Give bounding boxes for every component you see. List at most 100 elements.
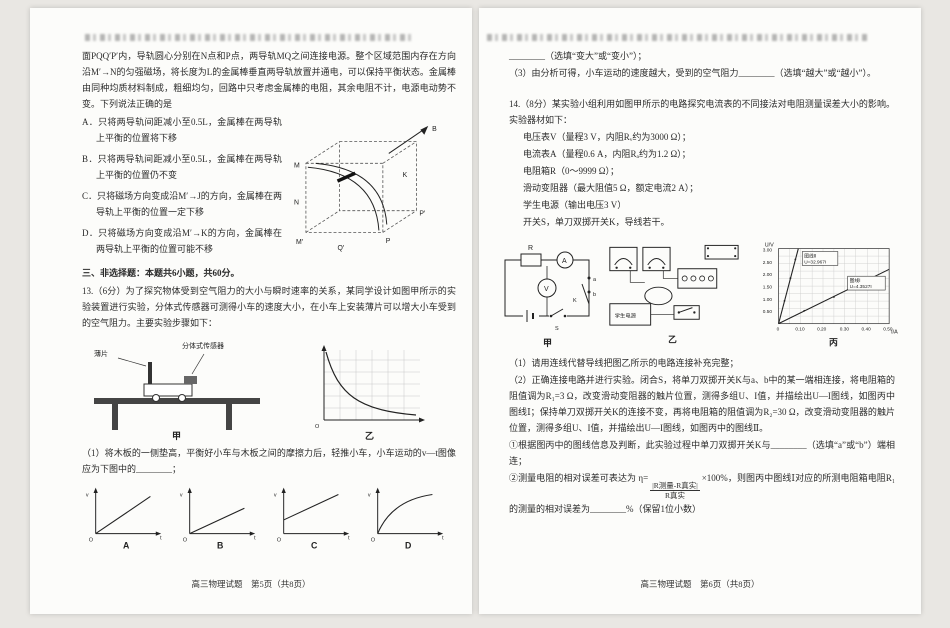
graph-d-label: D xyxy=(405,540,411,550)
equipment-rheostat: 滑动变阻器（最大阻值5 Ω，额定电流2 A）； xyxy=(523,183,699,193)
y-arrow xyxy=(93,487,98,494)
svg-text:1.00: 1.00 xyxy=(763,297,773,303)
t-label: t xyxy=(254,535,256,541)
fraction-numerator: |R测量-R真实| xyxy=(650,481,700,492)
y-arrow xyxy=(375,487,380,494)
q12-option-c: C．只将磁场方向变成沿M′→J的方向，金属棒在两导轨上平衡的位置一定下移 xyxy=(82,191,282,217)
switch-patch xyxy=(549,312,567,320)
svg-text:2.50: 2.50 xyxy=(763,260,773,266)
t-label: t xyxy=(348,535,350,541)
metal-rod xyxy=(336,171,356,183)
q13-answer-graphs: v t O A v t O B xyxy=(82,482,456,552)
s-switch-label: S xyxy=(555,326,559,332)
meter-oval xyxy=(644,286,673,306)
spacer xyxy=(509,82,895,96)
label-M-prime: M′ xyxy=(296,239,304,246)
fraction-denominator: R真实 xyxy=(664,491,685,501)
svg-text:0.50: 0.50 xyxy=(763,309,773,315)
svg-text:0.30: 0.30 xyxy=(840,327,850,333)
q14-stem: 14.（8分）某实验小组利用如图甲所示的电路探究电流表的不同接法对电阻测量误差大… xyxy=(509,99,895,125)
label-B: B xyxy=(432,126,437,133)
q12-options-and-figure: A．只将两导轨间距减小至0.5L，金属棒在两导轨上平衡的位置将下移 B．只将两导… xyxy=(82,114,456,262)
resistance-box-symbol xyxy=(520,253,542,267)
graph-option-a: v t O A xyxy=(86,487,162,550)
thin-sheet-label: 薄片 xyxy=(94,349,108,358)
label-K: K xyxy=(403,172,408,179)
meter-boxes xyxy=(609,246,671,272)
q14-sub2-suffix: ×100%，则图丙中图线Ⅰ对应的所测电阻箱电阻R₁的测量的相对误差为______… xyxy=(509,473,895,514)
o-label: O xyxy=(277,537,281,543)
scan-artifact-top-right xyxy=(487,34,867,41)
label-P: P xyxy=(386,238,391,245)
sensor-pointer xyxy=(191,353,205,375)
ammeter-label: A xyxy=(562,258,567,265)
x-arrow xyxy=(343,531,350,536)
q12-options: A．只将两导轨间距减小至0.5L，金属棒在两导轨上平衡的位置将下移 B．只将两导… xyxy=(82,114,282,262)
sensor-box xyxy=(184,376,197,384)
y-arrow xyxy=(187,487,192,494)
label-N: N xyxy=(294,200,299,207)
q14-sub1: ①根据图丙中的图线信息及判断，此实验过程中单刀双掷开关K与________（选填… xyxy=(509,440,895,466)
terminal-b-label: b xyxy=(593,292,596,298)
t-label: t xyxy=(160,535,162,541)
q14-sub2: ②测量电阻的相对误差可表达为 η=|R测量-R真实|R真实×100%，则图丙中图… xyxy=(509,470,895,517)
thin-sheet-plate xyxy=(148,362,152,384)
figure-jia-caption: 甲 xyxy=(172,431,181,441)
q14-part2: （2）正确连接电路并进行实验。闭合S，将单刀双掷开关K与a、b中的某一端相连接，… xyxy=(509,375,895,433)
q14-part1: （1）请用连线代替导线把图乙所示的电路连接补充完整； xyxy=(509,358,739,368)
decay-curve xyxy=(325,351,417,416)
q13-stem: 13.（6分）为了探究物体受到空气阻力的大小与瞬时速率的关系，某同学设计如图甲所… xyxy=(82,286,456,328)
meter-terminals xyxy=(615,266,665,269)
table-leg-left xyxy=(112,404,118,430)
svg-text:0.20: 0.20 xyxy=(817,327,827,333)
q13-part1: （1）将木板的一侧垫高，平衡好小车与木板之间的摩擦力后，轻推小车，小车运动的v—… xyxy=(82,448,456,474)
q13-cart-figure: 薄片 分体式传感器 甲 xyxy=(94,341,260,441)
switch-symbol xyxy=(549,308,567,318)
line-a xyxy=(95,496,151,535)
partial-wires xyxy=(629,270,678,315)
line-II xyxy=(778,248,799,324)
svg-text:0.50: 0.50 xyxy=(883,327,893,333)
x-arrow xyxy=(155,531,162,536)
q13-velocity-graph: O 乙 xyxy=(315,345,425,441)
page-6-content: ________（选填“变大”或“变小”）； （3）由分析可得，小车运动的速度越… xyxy=(504,48,898,568)
svg-text:0.10: 0.10 xyxy=(795,327,805,333)
equipment-ammeter: 电流表A（量程0.6 A，内阻Rₐ约为1.2 Ω）； xyxy=(523,149,691,159)
svg-text:U=32.967I: U=32.967I xyxy=(804,259,826,265)
scan-artifact-top-left xyxy=(85,34,415,41)
v-label: v xyxy=(180,492,183,498)
q12-option-d: D．只将磁场方向变成沿M′→K的方向，金属棒在两导轨上平衡的位置可能不移 xyxy=(82,228,282,254)
q12-option-b: B．只将两导轨间距减小至0.5L，金属棒在两导轨上平衡的位置仍不变 xyxy=(82,154,282,180)
figure-yi-caption: 乙 xyxy=(668,335,677,345)
page-6-footer: 高三物理试题 第6页（共8页） xyxy=(640,579,760,589)
svg-text:U=4.3527I: U=4.3527I xyxy=(850,284,872,290)
o-label: O xyxy=(183,537,187,543)
table-top xyxy=(94,398,260,404)
y-axis-arrow xyxy=(321,345,327,351)
svg-text:1.50: 1.50 xyxy=(763,285,773,291)
voltmeter-label: V xyxy=(544,286,549,293)
q13-fill-line: ________（选填“变大”或“变小”）； xyxy=(509,51,647,61)
page-5-footer: 高三物理试题 第5页（共8页） xyxy=(191,579,311,589)
x-axis-label: I/A xyxy=(891,330,898,336)
y-tick-labels: 3.00 2.50 2.00 1.50 1.00 0.50 xyxy=(763,248,773,316)
section-3-header: 三、非选择题：本题共6小题，共60分。 xyxy=(82,268,240,278)
q14-equipment-list: 电压表V（量程3 V，内阻Rᵥ约为3000 Ω）； 电流表A（量程0.6 A，内… xyxy=(509,129,895,230)
legend-line-II: 图线Ⅱ U=32.967I xyxy=(801,251,839,266)
dashed-box xyxy=(305,141,417,233)
battery-patch xyxy=(523,312,539,320)
svg-text:2.00: 2.00 xyxy=(763,272,773,278)
svg-text:图线Ⅰ: 图线Ⅰ xyxy=(850,277,861,284)
two-way-switch xyxy=(581,276,591,305)
equipment-power-supply: 学生电源（输出电压3 V） xyxy=(523,200,627,210)
q13-figures: 薄片 分体式传感器 甲 xyxy=(82,336,456,442)
page-5-content: 面PQQ′P′内，导轨圆心分别在N点和P点，两导轨MQ之间连接电源。整个区域范围… xyxy=(82,48,456,568)
svg-text:0.40: 0.40 xyxy=(862,327,872,333)
v-label: v xyxy=(274,492,277,498)
equipment-switches: 开关S，单刀双掷开关K，导线若干。 xyxy=(523,217,670,227)
svg-text:0: 0 xyxy=(777,327,780,333)
q14-figures: R A V a b K xyxy=(493,238,898,350)
thin-sheet-pointer xyxy=(117,357,147,367)
grid-lines xyxy=(324,350,420,420)
